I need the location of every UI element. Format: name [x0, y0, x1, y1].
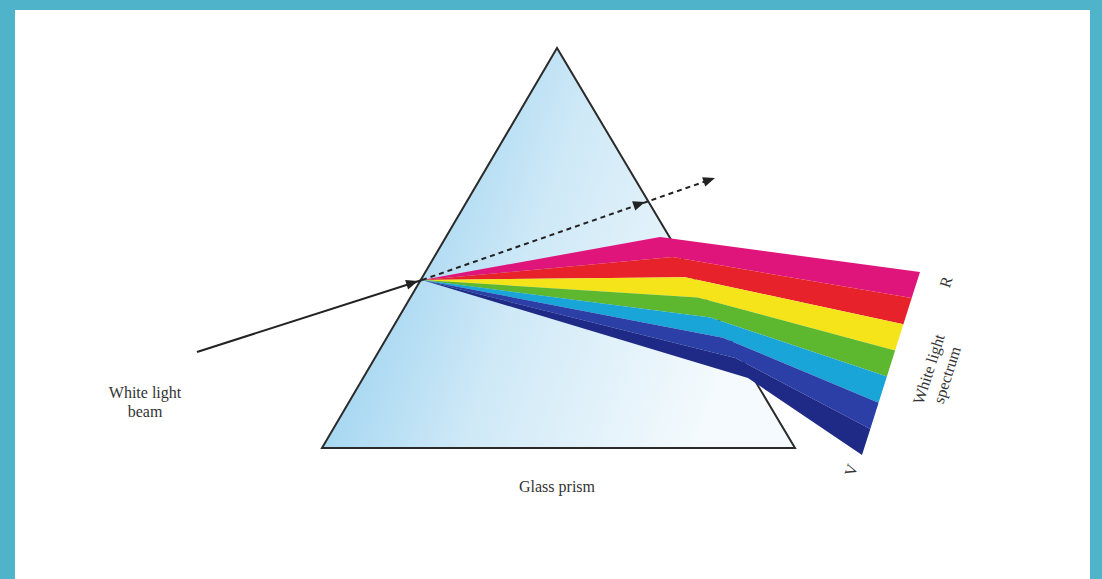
beam-label: White light beam — [95, 383, 195, 421]
ray-arrowhead — [632, 201, 645, 210]
spectrum-bands — [422, 237, 920, 455]
prism-label: Glass prism — [519, 477, 595, 496]
ray-arrowhead — [405, 280, 418, 290]
undeviated-ray — [422, 182, 705, 281]
ray-arrowhead — [702, 177, 715, 186]
incident-ray — [197, 280, 422, 352]
